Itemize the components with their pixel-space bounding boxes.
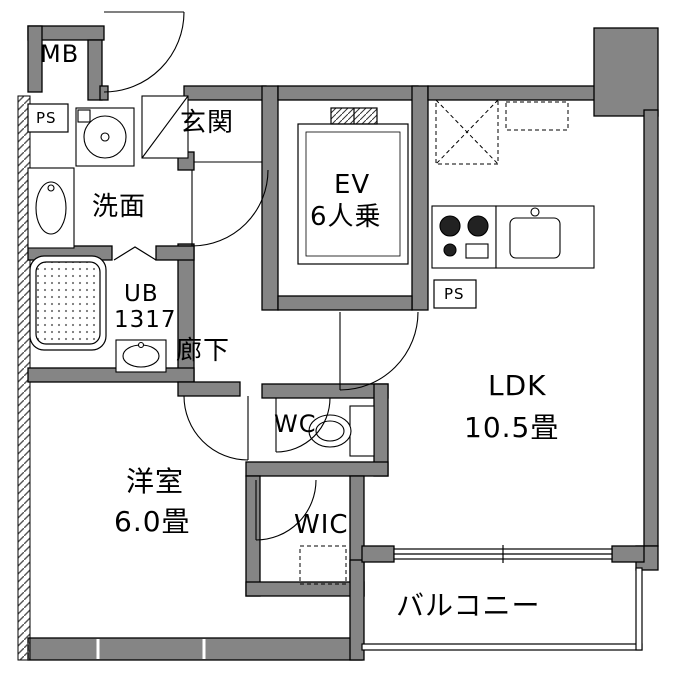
exterior-walls: [27, 25, 659, 661]
label-ev: EV: [334, 170, 371, 200]
pipe-space-boxes: [27, 103, 477, 309]
bath-sink: [115, 339, 167, 373]
bottom-wall-window: [96, 639, 206, 659]
vanity-sink: [27, 167, 75, 249]
kitchen-counter: [431, 205, 595, 269]
label-wic: WIC: [294, 510, 349, 540]
bathtub: [29, 255, 107, 351]
label-youshitsu: 洋室: [126, 465, 185, 498]
interior-walls: [27, 151, 645, 661]
label-ub-size: 1317: [114, 307, 177, 333]
label-ub: UB: [124, 281, 159, 307]
balcony-railing: [361, 567, 643, 651]
label-youshitsu-size: 6.0畳: [114, 505, 191, 538]
label-ldk: LDK: [488, 369, 547, 402]
label-ps-left: PS: [36, 109, 57, 127]
washer-pan: [75, 107, 135, 167]
label-rouka: 廊下: [176, 336, 231, 366]
door-swings: [103, 11, 419, 541]
label-mb: MB: [40, 40, 80, 68]
label-ldk-size: 10.5畳: [464, 411, 560, 444]
refrigerator-space: [435, 99, 569, 165]
label-ps-right: PS: [444, 285, 465, 303]
label-balcony: バルコニー: [396, 589, 541, 622]
balcony-window: [393, 545, 613, 563]
bath-folding-door: [113, 246, 157, 261]
wic-shelf: [299, 545, 347, 585]
label-wc: WC: [274, 410, 317, 438]
toilet: [308, 405, 375, 457]
shoe-cabinet: [141, 95, 189, 159]
elevator-shaft: [297, 107, 409, 265]
label-senmen: 洗面: [92, 192, 147, 222]
label-genkan: 玄関: [180, 108, 235, 138]
label-ev-capacity: 6人乗: [310, 202, 382, 232]
